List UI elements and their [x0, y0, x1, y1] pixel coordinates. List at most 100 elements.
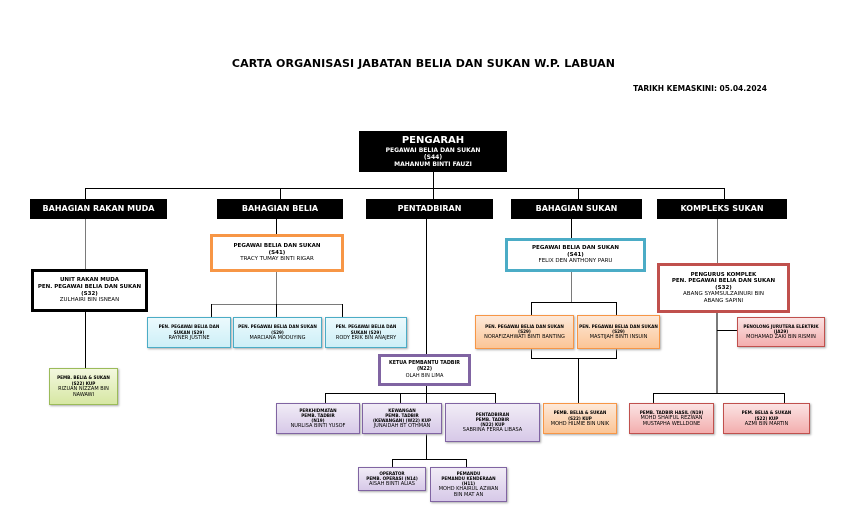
- position-label: PEMB. TADBIR HASIL (N19): [639, 409, 704, 415]
- division-sukan[interactable]: BAHAGIAN SUKAN: [511, 199, 642, 219]
- division-pentadbiran[interactable]: PENTADBIRAN: [366, 199, 493, 219]
- person-name: MOHD SHAIFUL REZWAN: [640, 415, 703, 422]
- position-label: KETUA PEMBANTU TADBIR: [389, 361, 460, 367]
- connector: [276, 304, 277, 317]
- connector: [342, 304, 343, 317]
- division-rakan-muda[interactable]: BAHAGIAN RAKAN MUDA: [30, 199, 167, 219]
- connector: [211, 304, 343, 305]
- position-label: PEGAWAI BELIA DAN SUKAN: [532, 245, 619, 252]
- kompleks-head-box[interactable]: PENGURUS KOMPLEK PEN. PEGAWAI BELIA DAN …: [657, 263, 790, 313]
- director-box[interactable]: PENGARAH PEGAWAI BELIA DAN SUKAN (S44) M…: [359, 131, 507, 172]
- belia-staff-box[interactable]: PEN. PEGAWAI BELIA DAN SUKAN (S29) RAYNE…: [147, 317, 231, 348]
- director-title: PENGARAH: [401, 134, 465, 146]
- pentadbiran-staff-box[interactable]: PERKHIDMATAN PEMB. TADBIR (N19) NURLISA …: [276, 403, 360, 434]
- sukan-staff-box[interactable]: PEN. PEGAWAI BELIA DAN SUKAN (S29) MASTI…: [577, 315, 660, 349]
- sukan-head-box[interactable]: PEGAWAI BELIA DAN SUKAN (S41) FELIX DEN …: [505, 238, 646, 272]
- connector: [724, 188, 725, 199]
- connector: [531, 349, 532, 358]
- belia-staff-box[interactable]: PEN. PEGAWAI BELIA DAN SUKAN (S29) RODY …: [325, 317, 407, 348]
- director-grade: (S44): [423, 153, 443, 161]
- connector: [325, 393, 326, 403]
- connector: [616, 349, 617, 358]
- position-label: PEMB. TADBIR: [385, 412, 419, 418]
- unit-label: UNIT RAKAN MUDA: [59, 277, 120, 284]
- connector: [392, 459, 393, 467]
- rakan-muda-staff-box[interactable]: PEMB. BELIA & SUKAN (S22) KUP RIZUAN NIZ…: [49, 368, 118, 405]
- division-kompleks-sukan[interactable]: KOMPLEKS SUKAN: [657, 199, 787, 219]
- connector: [85, 188, 725, 189]
- unit-label: PERKHIDMATAN: [299, 407, 337, 413]
- kompleks-staff-box[interactable]: PEMB. TADBIR HASIL (N19) MOHD SHAIFUL RE…: [629, 403, 714, 434]
- grade-label: (S22) KUP: [754, 415, 779, 421]
- connector: [325, 393, 495, 394]
- connector: [571, 219, 572, 238]
- position-label: PEN. PEGAWAI BELIA DAN SUKAN: [671, 278, 776, 285]
- sukan-staff-box[interactable]: PEN. PEGAWAI BELIA DAN SUKAN (S29) NORAF…: [475, 315, 574, 349]
- person-name: MOHAMAD ZAKI BIN RISMIN: [746, 334, 816, 341]
- pentadbiran-staff-box[interactable]: KEWANGAN PEMB. TADBIR (KEWANGAN) (W22) K…: [362, 403, 442, 434]
- connector: [784, 393, 785, 403]
- grade-label: (S32): [715, 284, 732, 291]
- belia-staff-box[interactable]: PEN. PEGAWAI BELIA DAN SUKAN (S29) MARCI…: [233, 317, 322, 348]
- director-position: PEGAWAI BELIA DAN SUKAN: [385, 146, 481, 154]
- connector: [578, 188, 579, 199]
- grade-label: (S29): [612, 329, 625, 334]
- connector: [578, 358, 579, 403]
- grade-label: (S29): [518, 329, 531, 334]
- person-name: AISAH BINTI ALIAS: [369, 481, 415, 488]
- connector: [280, 188, 281, 199]
- pentadbiran-head-box[interactable]: KETUA PEMBANTU TADBIR (N22) OLAH BIN LIM…: [378, 354, 471, 386]
- connector: [571, 272, 572, 302]
- grade-label: (S41): [268, 249, 286, 256]
- connector: [466, 459, 467, 467]
- belia-head-box[interactable]: PEGAWAI BELIA DAN SUKAN (S41) TRACY TUMA…: [210, 234, 344, 272]
- kompleks-side-box[interactable]: PENOLONG JURUTERA ELEKTRIK (JA29) MOHAMA…: [737, 317, 825, 347]
- pentadbiran-support-box[interactable]: PEMANDU PEMANDU KENDERAAN (H11) MOHD KHA…: [430, 467, 507, 502]
- sukan-assistant-box[interactable]: PEMB. BELIA & SUKAN (S22) KUP MOHD HILMI…: [543, 403, 617, 434]
- connector: [426, 219, 427, 354]
- position-label: PEMB. TADBIR: [301, 412, 335, 418]
- position-label: PEMB. BELIA & SUKAN: [553, 410, 607, 416]
- unit-label: PENTADBIRAN: [475, 411, 510, 417]
- person-name: MOHD HILMIE BIN UNIK: [550, 420, 610, 427]
- grade-label: (N19): [311, 418, 325, 424]
- person-name: ABANG SYAMSULZAINURI BIN: [683, 291, 764, 298]
- position-label: PEMB. BELIA & SUKAN: [57, 375, 110, 381]
- person-name: SABRINA FERRA LIBASA: [462, 427, 523, 434]
- connector: [276, 219, 277, 234]
- position-label: PEN. PEGAWAI BELIA DAN SUKAN (S29): [335, 324, 397, 335]
- person-name: TRACY TUMAY BINTI RIGAR: [240, 256, 314, 263]
- connector: [211, 304, 212, 317]
- person-name: NURLISA BINTI YUSOF: [290, 423, 346, 430]
- position-label: PEN. PEGAWAI BELIA DAN SUKAN: [485, 323, 564, 329]
- unit-label: KEWANGAN: [388, 407, 416, 413]
- rakan-muda-head-box[interactable]: UNIT RAKAN MUDA PEN. PEGAWAI BELIA DAN S…: [31, 269, 148, 312]
- position-label: PEN. PEGAWAI BELIA DAN SUKAN: [579, 323, 658, 329]
- kompleks-staff-box[interactable]: PEM. BELIA & SUKAN (S22) KUP AZMI BIN MA…: [723, 403, 810, 434]
- pentadbiran-support-box[interactable]: OPERATOR PEMB. OPERASI (N14) AISAH BINTI…: [358, 467, 426, 491]
- position-label: PEN. PEGAWAI BELIA DAN SUKAN (S32): [37, 283, 142, 297]
- grade-label: (H11): [461, 481, 476, 487]
- grade-label: (N22) KUP: [480, 422, 505, 428]
- person-name: OLAH BIN LIMA: [405, 372, 444, 379]
- connector: [717, 330, 737, 331]
- position-label: PEMB. OPERASI (N14): [366, 476, 418, 481]
- connector: [433, 188, 434, 199]
- position-label: PEMANDU KENDERAAN: [441, 475, 496, 481]
- connector: [653, 393, 784, 394]
- connector: [531, 358, 617, 359]
- person-name-cont: MUSTAPHA WELLDONE: [642, 421, 701, 428]
- person-name: AZMI BIN MARTIN: [744, 420, 789, 427]
- person-name: RAYNER JUSTINE: [168, 334, 210, 341]
- connector: [400, 393, 401, 403]
- director-name: MAHANUM BINTI FAUZI: [394, 161, 472, 169]
- person-name: RIZUAN NIZZAM BIN NAWAWI: [58, 385, 109, 398]
- person-name: MASTIJAH BINTI INSUIN: [589, 334, 648, 341]
- pentadbiran-staff-box[interactable]: PENTADBIRAN PEMB. TADBIR (N22) KUP SABRI…: [445, 403, 540, 442]
- person-name: ZULHAIRI BIN ISNEAN: [59, 297, 120, 304]
- division-belia[interactable]: BAHAGIAN BELIA: [217, 199, 343, 219]
- person-name: MARCIANA MODUYING: [249, 334, 306, 341]
- connector: [653, 393, 654, 403]
- person-name: FELIX DEN ANTHONY PARU: [538, 258, 613, 265]
- position-label: PENOLONG JURUTERA ELEKTRIK: [743, 323, 819, 329]
